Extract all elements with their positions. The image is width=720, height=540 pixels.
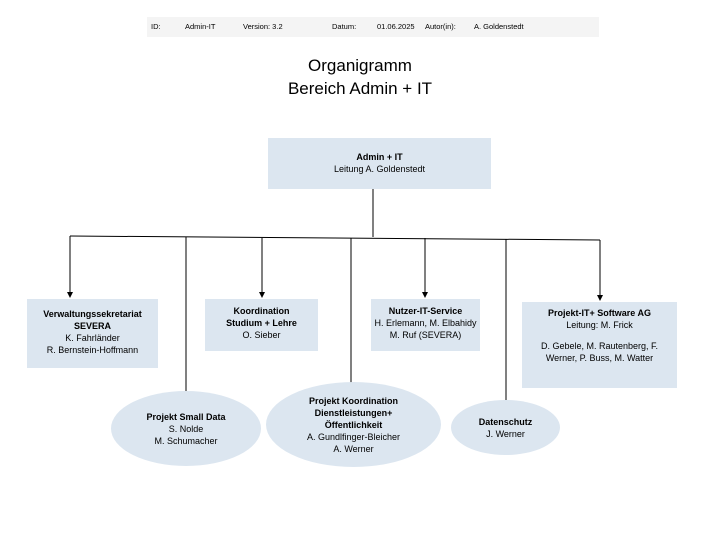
unit-name: Nutzer-IT-Service — [388, 306, 463, 316]
unit-member: R. Bernstein-Hoffmann — [46, 345, 139, 355]
id-label: ID: — [151, 22, 161, 31]
unit-member: A. Gundlfinger-Bleicher — [306, 431, 401, 442]
unit-member: M. Ruf (SEVERA) — [389, 330, 462, 340]
unit-name: Projekt-IT+ Software AG — [548, 308, 651, 318]
root-name: Admin + IT — [356, 152, 403, 162]
unit-name: Verwaltungssekretariat — [43, 309, 142, 319]
unit-datenschutz: Datenschutz J. Werner — [451, 400, 560, 455]
unit-member: K. Fahrländer — [65, 333, 120, 343]
unit-member: Werner, P. Buss, M. Watter — [545, 353, 654, 363]
document-info-bar: ID: Admin-IT Version: 3.2 Datum: 01.06.2… — [147, 17, 599, 37]
root-lead: Leitung A. Goldenstedt — [333, 164, 426, 174]
date-value: 01.06.2025 — [377, 22, 415, 31]
unit-name: Datenschutz — [478, 416, 533, 427]
unit-projekt-small-data: Projekt Small Data S. Nolde M. Schumache… — [111, 391, 261, 466]
unit-member: S. Nolde — [168, 423, 204, 434]
unit-name: Projekt Koordination — [308, 395, 398, 406]
author-value: A. Goldenstedt — [474, 22, 524, 31]
unit-verwaltungssekretariat: Verwaltungssekretariat SEVERA K. Fahrlän… — [27, 299, 158, 368]
unit-lead: Leitung: M. Frick — [566, 320, 633, 330]
page-title: Organigramm — [308, 56, 412, 75]
version-label: Version: 3.2 — [243, 22, 283, 31]
unit-koordination-studium: Koordination Studium + Lehre O. Sieber — [205, 299, 318, 351]
unit-name: Koordination — [233, 306, 290, 316]
horizontal-bus-line — [69, 235, 601, 241]
root-admin-it-box: Admin + IT Leitung A. Goldenstedt — [268, 138, 491, 189]
unit-member: A. Werner — [333, 443, 374, 454]
author-label: Autor(in): — [425, 22, 456, 31]
unit-member: D. Gebele, M. Rautenberg, F. — [540, 341, 659, 351]
unit-member: M. Schumacher — [154, 435, 218, 446]
date-label: Datum: — [332, 22, 357, 31]
unit-member: J. Werner — [486, 428, 525, 439]
id-value: Admin-IT — [185, 22, 216, 31]
unit-projekt-koordination: Projekt Koordination Dienstleistungen+ Ö… — [266, 382, 441, 467]
unit-projekt-it-software: Projekt-IT+ Software AG Leitung: M. Fric… — [522, 302, 677, 388]
unit-member: O. Sieber — [242, 330, 281, 340]
unit-name-2: Dienstleistungen+ — [314, 407, 393, 418]
unit-name-2: SEVERA — [73, 321, 111, 331]
unit-name: Projekt Small Data — [146, 411, 226, 422]
unit-member: H. Erlemann, M. Elbahidy — [374, 318, 477, 328]
unit-name-3: Öffentlichkeit — [324, 419, 383, 430]
unit-nutzer-it-service: Nutzer-IT-Service H. Erlemann, M. Elbahi… — [371, 299, 480, 351]
unit-name-2: Studium + Lehre — [226, 318, 297, 328]
page-subtitle: Bereich Admin + IT — [287, 79, 433, 98]
